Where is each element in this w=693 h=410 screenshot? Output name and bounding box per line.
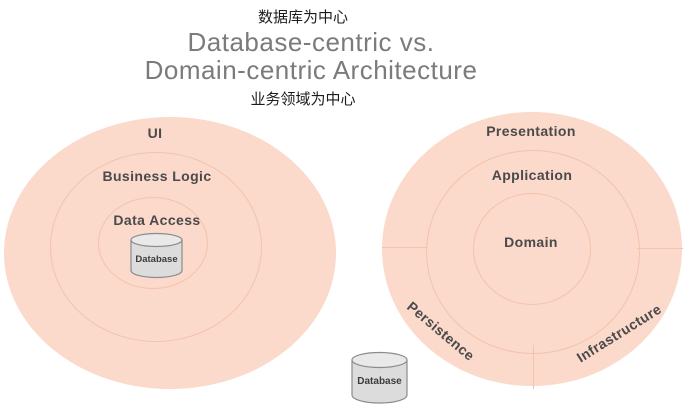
chinese-title-database-centric: 数据库为中心 — [257, 9, 349, 26]
layer-label-domain: Domain — [504, 234, 558, 250]
left-middle-ring — [50, 152, 262, 342]
layer-label-ui: UI — [147, 125, 163, 141]
right-inner-ring — [473, 193, 591, 305]
external-database-cylinder-label: Database — [357, 376, 402, 387]
layer-label-application: Application — [491, 167, 573, 183]
external-database-cylinder-icon: Database — [351, 351, 408, 404]
sector-divider-right — [637, 248, 683, 249]
database-cylinder-icon: Database — [130, 232, 183, 279]
page-title-line2: Domain-centric Architecture — [144, 55, 478, 85]
page-title: Database-centric vs. Domain-centric Arch… — [145, 28, 478, 84]
sector-divider-bottom — [533, 345, 534, 389]
layer-label-data-access: Data Access — [113, 212, 201, 228]
layer-label-presentation: Presentation — [486, 123, 576, 139]
layer-label-business-logic: Business Logic — [102, 168, 212, 184]
left-inner-ring — [98, 197, 208, 289]
chinese-title-domain-centric: 业务领域为中心 — [250, 91, 356, 108]
database-cylinder-label: Database — [135, 254, 177, 265]
sector-divider-left — [382, 247, 427, 248]
page-title-line1: Database-centric vs. — [187, 27, 435, 57]
